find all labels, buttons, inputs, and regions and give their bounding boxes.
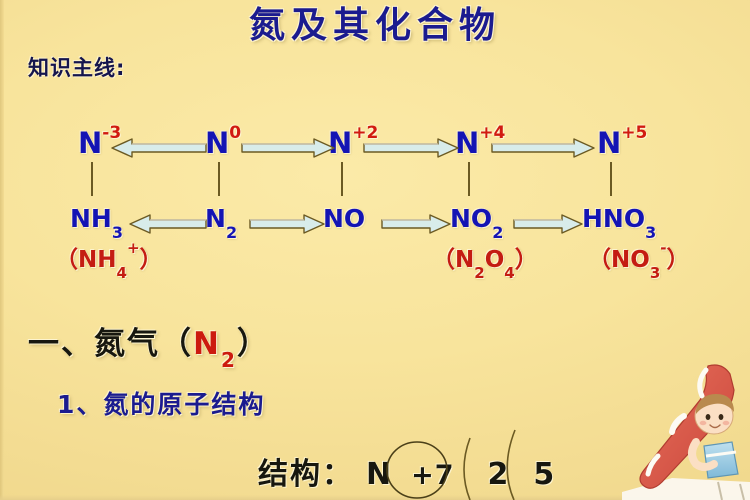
compound-base-4: NO [450,204,493,233]
ionic-sub2-4: 4 [504,263,515,282]
ionic-close-4: ） [514,247,538,273]
oxidation-state-5: +5 [621,123,648,144]
ionic-open-4: （ [432,247,455,273]
compound-node-3: NO [323,204,365,233]
block-arrow-right-icon-mid-4 [513,214,583,234]
compound-node-5: HNO3 [582,204,656,241]
ionic-base2-4: O [484,247,505,273]
section1-formula-sub: 2 [220,348,237,373]
section1-suffix: ） [236,326,270,362]
ionic-sub-5: 3 [649,263,661,282]
ionic-sup-1: + [126,239,140,258]
white-stripe-2 [669,413,687,435]
compound-sub-4: 2 [492,223,504,242]
block-arrow-right-icon-mid-3 [381,214,451,234]
section-heading-nitrogen-gas: 一、氮气（N2） [28,318,270,370]
shell-electron-count-2: 5 [533,457,556,492]
ionic-close-5: ） [666,247,690,273]
nucleus-circle-icon [386,441,448,499]
ionic-base-4: N [455,247,475,273]
connector-line-4 [468,162,470,196]
oxidation-element-2: N [205,126,230,160]
white-stripe-1 [697,367,709,399]
compound-node-1: NH3 [70,204,123,241]
compound-base-3: NO [323,204,366,233]
leg-line-1 [717,481,723,500]
compound-base-2: N [205,204,226,233]
eye-right [718,414,724,420]
connector-line-5 [610,162,612,196]
oxidation-node-2: N0 [205,123,242,160]
arm-shape [688,438,718,471]
ionic-base-5: NO [611,247,650,273]
electron-shell-arc-icon-2 [506,429,516,500]
oxidation-node-1: N-3 [78,123,122,160]
oxidation-state-4: +4 [479,123,506,144]
oxidation-node-4: N+4 [455,123,506,160]
oxidation-node-3: N+2 [328,123,379,160]
block-arrow-right-icon-top-4 [491,138,595,158]
section1-formula-base: N [193,326,221,362]
oxidation-node-5: N+5 [597,123,648,160]
page-title: 氮及其化合物 [248,5,501,46]
hair-shape [696,394,734,414]
ionic-open-1: （ [55,247,78,273]
compound-node-4: NO2 [450,204,503,241]
block-arrow-right-icon-mid-2 [249,214,325,234]
compound-node-2: N2 [205,204,237,241]
ionic-base-1: NH [78,247,117,273]
ionic-node-4: （N2O4） [432,240,538,280]
oxidation-element-5: N [597,126,622,160]
bottom-edge-strip [0,495,750,500]
block-arrow-left-icon-mid-1 [129,214,207,234]
connector-line-2 [218,162,220,196]
compound-base-1: NH [70,204,112,233]
section1-prefix: 一、氮气（ [28,326,193,362]
connector-line-1 [91,162,93,196]
compound-base-5: HNO [582,204,646,233]
cheek-left [699,420,707,426]
cartoon-child-illustration [622,364,750,500]
compound-sub-2: 2 [225,223,238,242]
oxidation-state-2: 0 [229,123,242,144]
blue-bag-shape [703,441,739,479]
mouth-shape [709,424,721,429]
section-heading-atomic-structure: 1、氮的原子结构 [57,390,266,419]
ionic-node-5: （NO3 -） [588,239,690,280]
connector-line-3 [341,162,343,196]
oxidation-element-1: N [78,126,103,160]
oxidation-element-3: N [328,126,353,160]
ionic-node-1: （NH4 +） [55,239,163,280]
ionic-sub-4: 2 [474,263,485,282]
block-arrow-right-icon-top-3 [363,138,459,158]
bag-stripe [705,450,737,458]
ionic-close-1: ） [139,247,163,273]
ionic-sub-1: 4 [116,263,127,282]
ionic-open-5: （ [588,247,611,273]
leg-line-2 [739,483,745,500]
shell-electron-count-1: 2 [487,457,510,492]
eye-left [705,414,711,420]
oxidation-element-4: N [455,126,480,160]
compound-sub-5: 3 [645,223,657,242]
cheek-right [722,420,730,426]
electron-shell-arc-icon-1 [463,437,471,500]
subtitle-knowledge-mainline: 知识主线: [28,56,126,80]
oxidation-state-1: -3 [102,123,122,144]
white-stripe-3 [645,453,661,477]
oxidation-state-3: +2 [352,123,379,144]
ionic-sup-5: - [660,239,667,258]
block-arrow-left-icon-top-1 [111,138,207,158]
left-edge-strip [0,0,4,500]
nitrogen-transformation-diagram: N-3 N0 N+2 N+4 N+5 NH3 N2 NO [0,100,750,285]
compound-sub-1: 3 [111,223,123,242]
structure-label: 结构： [258,457,354,492]
block-arrow-right-icon-top-2 [241,138,335,158]
